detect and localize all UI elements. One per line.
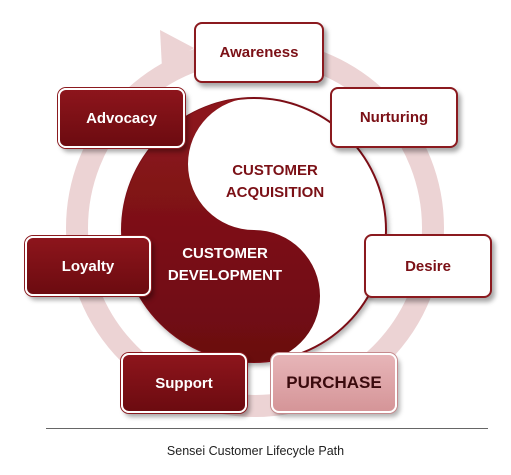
yin-yang [121,97,387,363]
stage-advocacy-label: Advocacy [86,109,157,127]
development-line1: CUSTOMER [182,245,268,262]
stage-loyalty: Loyalty [25,236,151,296]
stage-awareness-label: Awareness [219,44,299,61]
stage-nurturing: Nurturing [330,87,458,148]
diagram-caption: Sensei Customer Lifecycle Path [166,444,345,458]
customer-acquisition-label: CUSTOMER ACQUISITION [205,160,345,204]
stage-desire-label: Desire [405,257,451,275]
caption-divider [46,428,488,429]
stage-purchase: PURCHASE [271,353,397,413]
stage-loyalty-label: Loyalty [61,257,115,275]
acquisition-line1: CUSTOMER [232,162,318,179]
stage-advocacy: Advocacy [58,88,185,148]
customer-development-label: CUSTOMER DEVELOPMENT [150,243,300,287]
stage-support-label: Support [155,374,213,392]
stage-nurturing-label: Nurturing [359,109,429,126]
development-half [122,98,320,362]
development-line2: DEVELOPMENT [167,267,283,284]
stage-awareness: Awareness [194,22,324,83]
stage-desire: Desire [364,234,492,298]
stage-purchase-label: PURCHASE [286,373,382,392]
stage-support: Support [121,353,247,413]
cycle-arrowhead [160,30,194,68]
acquisition-line2: ACQUISITION [225,184,325,201]
